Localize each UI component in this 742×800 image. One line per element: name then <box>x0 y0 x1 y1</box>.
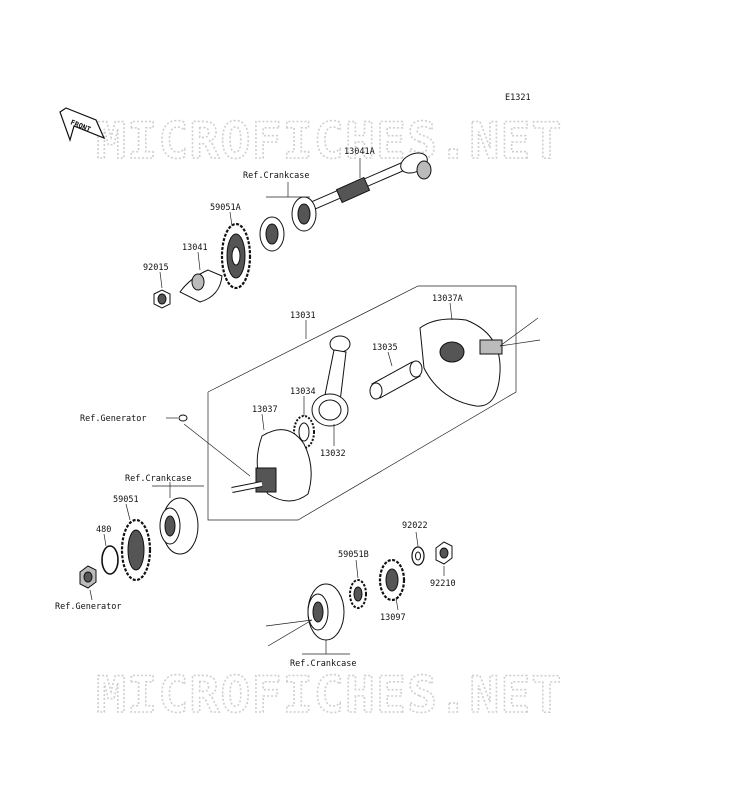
crank-half-13037A <box>419 317 541 407</box>
label-59051B: 59051B <box>338 550 369 560</box>
watermark-bottom: MICROFICHES.NET <box>96 666 563 724</box>
gear-13097 <box>378 558 406 602</box>
label-ref-crankcase-mid: Ref.Crankcase <box>125 474 192 484</box>
label-ref-crankcase-bottom: Ref.Crankcase <box>290 659 357 669</box>
gear-59051B <box>349 579 367 609</box>
washer-92022 <box>411 546 425 566</box>
label-13097: 13097 <box>380 613 406 623</box>
label-13037: 13037 <box>252 405 278 415</box>
label-13034: 13034 <box>290 387 316 397</box>
label-13032: 13032 <box>320 449 346 459</box>
label-92015: 92015 <box>143 263 169 273</box>
bearing-top-right <box>291 196 317 232</box>
crank-pin-13035 <box>369 360 423 400</box>
crank-half-13037 <box>231 429 312 502</box>
label-13035: 13035 <box>372 343 398 353</box>
watermark-top: MICROFICHES.NET <box>96 112 563 170</box>
gear-59051A <box>220 222 252 290</box>
label-13031: 13031 <box>290 311 316 321</box>
nut-ref-generator <box>79 565 97 589</box>
gear-59051 <box>120 518 152 582</box>
label-13037A: 13037A <box>432 294 463 304</box>
label-92210: 92210 <box>430 579 456 589</box>
nut-92015 <box>153 289 171 309</box>
bearing-top-left <box>259 216 285 252</box>
bearing-mid <box>159 497 199 555</box>
label-ref-generator-top: Ref.Generator <box>80 414 147 424</box>
balancer-shaft-13041A <box>310 152 432 211</box>
label-92022: 92022 <box>402 521 428 531</box>
label-ref-crankcase-top: Ref.Crankcase <box>243 171 310 181</box>
label-59051: 59051 <box>113 495 139 505</box>
connecting-rod-13032 <box>311 335 351 427</box>
diagram-code: E1321 <box>505 93 531 103</box>
label-13041A: 13041A <box>344 147 375 157</box>
label-59051A: 59051A <box>210 203 241 213</box>
circlip-480 <box>101 545 119 575</box>
nut-92210 <box>435 541 453 565</box>
balancer-weight-13041 <box>179 269 223 303</box>
label-ref-generator-bottom: Ref.Generator <box>55 602 122 612</box>
label-480: 480 <box>96 525 111 535</box>
key-pin <box>178 414 188 422</box>
label-13041: 13041 <box>182 243 208 253</box>
bearing-bottom <box>265 583 345 647</box>
